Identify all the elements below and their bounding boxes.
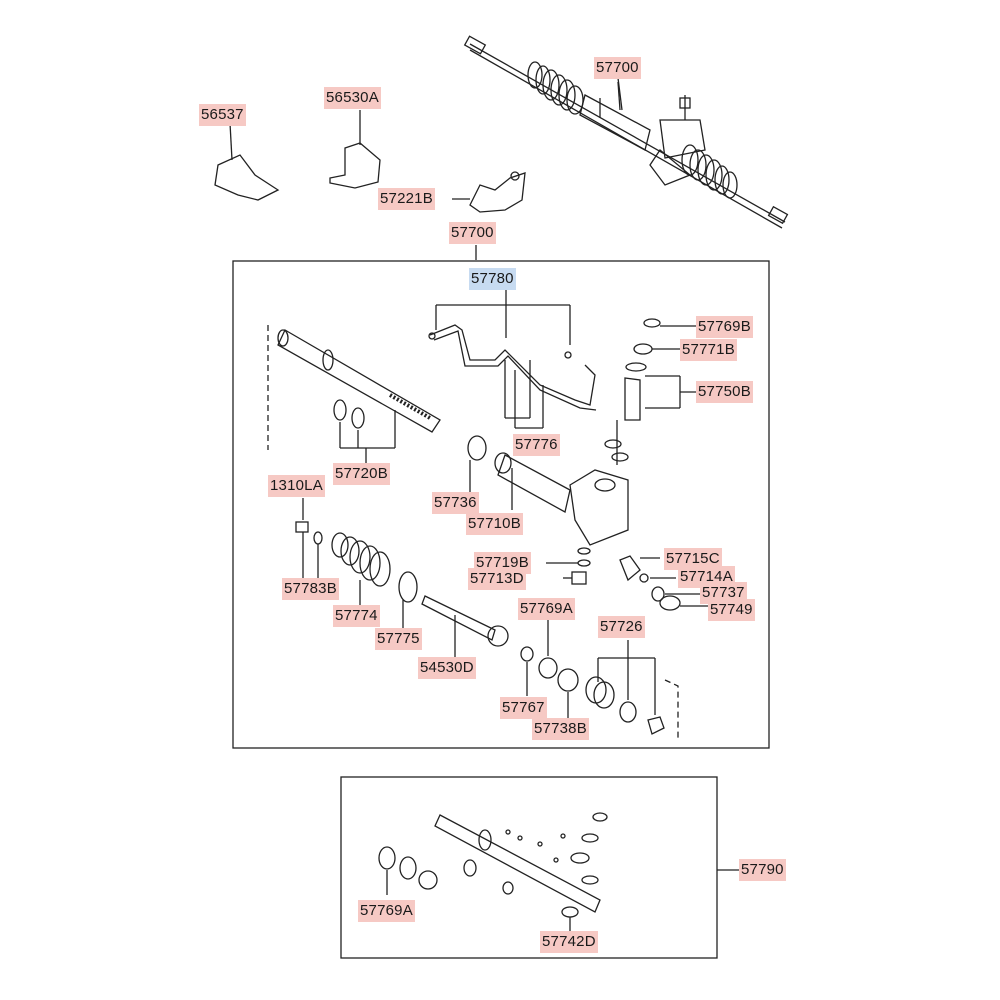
- part-label-57783b[interactable]: 57783B: [282, 578, 339, 600]
- part-label-57715c[interactable]: 57715C: [664, 548, 722, 570]
- steering-gear-assembly-illustration: [463, 35, 789, 229]
- adjuster-parts-illustration: [546, 547, 710, 611]
- part-label-57780[interactable]: 57780: [469, 268, 516, 290]
- part-label-57767[interactable]: 57767: [500, 697, 547, 719]
- part-label-57790[interactable]: 57790: [739, 859, 786, 881]
- part-label-57769b[interactable]: 57769B: [696, 316, 753, 338]
- part-label-57738b[interactable]: 57738B: [532, 718, 589, 740]
- gear-housing-illustration: [467, 420, 629, 546]
- part-label-57221b[interactable]: 57221B: [378, 188, 435, 210]
- exploded-view-frame: [232, 260, 770, 749]
- tube-leaders-57776: [504, 360, 544, 429]
- bracket-56537-illustration: [214, 122, 280, 201]
- valve-stack-illustration: [624, 318, 697, 421]
- part-label-57737[interactable]: 57737: [700, 582, 747, 604]
- part-label-57749[interactable]: 57749: [708, 599, 755, 621]
- clamp-57221b-illustration: [452, 171, 526, 213]
- part-label-57771b[interactable]: 57771B: [680, 339, 737, 361]
- part-label-57710b[interactable]: 57710B: [466, 513, 523, 535]
- feed-tube-57780-illustration: [428, 289, 597, 411]
- repair-kit-frame: [340, 776, 718, 959]
- part-label-57700-exploded[interactable]: 57700: [449, 222, 496, 244]
- part-label-57736[interactable]: 57736: [432, 492, 479, 514]
- part-label-57720b[interactable]: 57720B: [333, 463, 390, 485]
- part-label-57726[interactable]: 57726: [598, 616, 645, 638]
- part-label-57713d[interactable]: 57713D: [468, 568, 526, 590]
- part-label-56537[interactable]: 56537: [199, 104, 246, 126]
- part-label-57774[interactable]: 57774: [333, 605, 380, 627]
- part-label-57776[interactable]: 57776: [513, 434, 560, 456]
- part-label-54530d[interactable]: 54530D: [418, 657, 476, 679]
- rack-bar-illustration: [267, 325, 441, 463]
- part-label-56530a[interactable]: 56530A: [324, 87, 381, 109]
- part-label-1310la[interactable]: 1310LA: [268, 475, 325, 497]
- part-label-57700-assembly[interactable]: 57700: [594, 57, 641, 79]
- tie-rod-boot-illustration: [295, 498, 418, 628]
- part-label-57750b[interactable]: 57750B: [696, 381, 753, 403]
- inner-tie-rod-illustration: [421, 595, 679, 740]
- part-label-57742d[interactable]: 57742D: [540, 931, 598, 953]
- part-label-57769a-kit[interactable]: 57769A: [358, 900, 415, 922]
- repair-kit-illustration: [378, 812, 608, 932]
- bracket-56530a-illustration: [329, 110, 381, 189]
- part-label-57775[interactable]: 57775: [375, 628, 422, 650]
- part-label-57769a[interactable]: 57769A: [518, 598, 575, 620]
